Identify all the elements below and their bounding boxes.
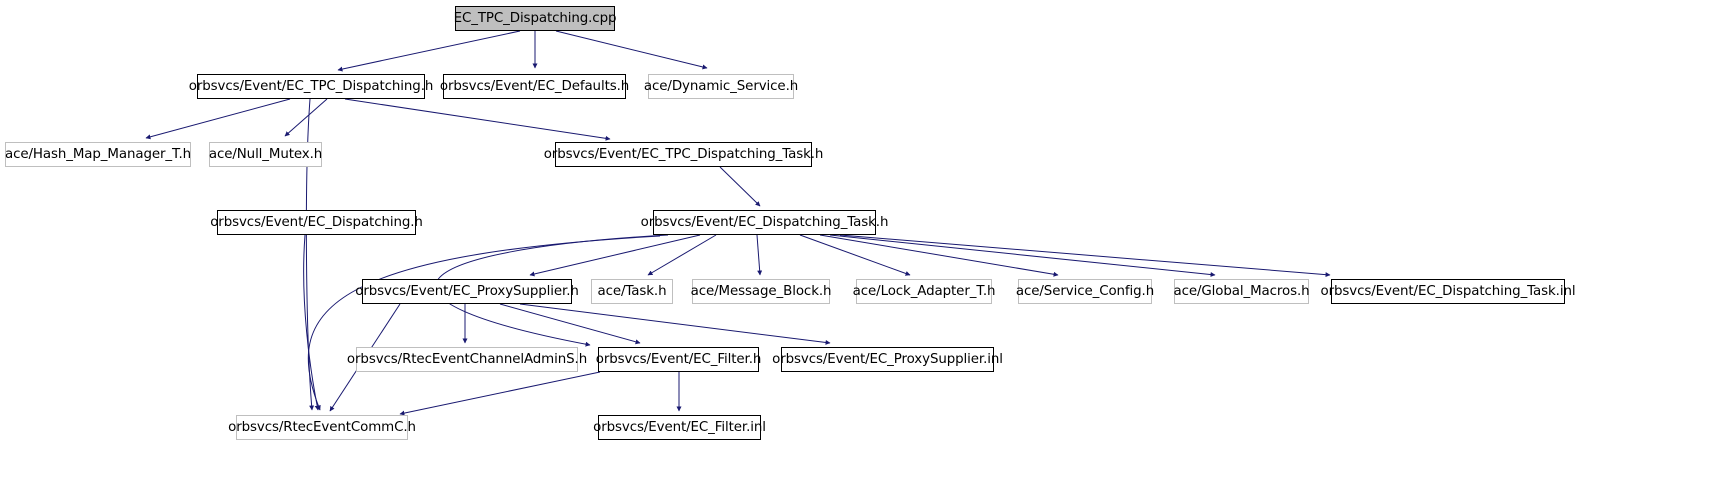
graph-node-label: orbsvcs/Event/EC_Filter.h: [595, 351, 762, 367]
graph-node-label: orbsvcs/Event/EC_Defaults.h: [439, 78, 630, 94]
graph-node[interactable]: orbsvcs/RtecEventCommC.h: [228, 415, 416, 440]
graph-node[interactable]: ace/Global_Macros.h: [1173, 279, 1310, 304]
graph-node[interactable]: ace/Message_Block.h: [691, 279, 831, 304]
graph-node-label: ace/Global_Macros.h: [1173, 283, 1310, 299]
graph-edge: [344, 98, 611, 141]
graph-node[interactable]: orbsvcs/Event/EC_ProxySupplier.h: [355, 279, 579, 304]
graph-node[interactable]: orbsvcs/Event/EC_Defaults.h: [440, 74, 629, 99]
graph-edge: [819, 234, 1059, 277]
graph-node-label: orbsvcs/Event/EC_TPC_Dispatching_Task.h: [543, 146, 824, 162]
graph-node[interactable]: orbsvcs/Event/EC_Dispatching.h: [210, 210, 423, 235]
graph-edge: [519, 303, 831, 345]
graph-node[interactable]: orbsvcs/Event/EC_Dispatching_Task.inl: [1321, 279, 1576, 304]
graph-node-label: ace/Task.h: [597, 283, 667, 299]
graph-node[interactable]: ace/Dynamic_Service.h: [644, 74, 798, 99]
graph-node-label: ace/Message_Block.h: [690, 283, 832, 299]
graph-node-label: ace/Service_Config.h: [1015, 283, 1155, 299]
graph-edge: [839, 234, 1331, 278]
graph-node[interactable]: orbsvcs/Event/EC_ProxySupplier.inl: [772, 347, 1003, 372]
graph-node-label: ace/Lock_Adapter_T.h: [852, 283, 996, 299]
graph-node[interactable]: ace/Null_Mutex.h: [209, 142, 322, 167]
graph-node[interactable]: orbsvcs/Event/EC_TPC_Dispatching_Task.h: [544, 142, 823, 167]
graph-node-label: orbsvcs/Event/EC_Filter.inl: [593, 419, 766, 435]
graph-node-label: orbsvcs/Event/EC_Dispatching.h: [210, 214, 423, 230]
graph-edge: [756, 234, 763, 276]
graph-node[interactable]: orbsvcs/Event/EC_Dispatching_Task.h: [641, 210, 888, 235]
graph-node[interactable]: ace/Hash_Map_Manager_T.h: [5, 142, 191, 167]
graph-node-label: ace/Dynamic_Service.h: [643, 78, 799, 94]
graph-node[interactable]: orbsvcs/Event/EC_TPC_Dispatching.h: [189, 74, 433, 99]
graph-node[interactable]: ace/Lock_Adapter_T.h: [853, 279, 995, 304]
graph-edge: [647, 234, 717, 276]
graph-node-label: orbsvcs/Event/EC_Dispatching_Task.inl: [1320, 283, 1576, 299]
graph-node-label: ace/Null_Mutex.h: [208, 146, 323, 162]
graph-edge: [284, 98, 328, 137]
graph-edge: [499, 303, 641, 345]
graph-edge: [829, 234, 1216, 278]
graph-edge: [145, 98, 291, 140]
graph-node-label: orbsvcs/RtecEventCommC.h: [228, 419, 416, 435]
graph-node-label: ace/Hash_Map_Manager_T.h: [4, 146, 192, 162]
graph-node[interactable]: ace/Task.h: [591, 279, 673, 304]
graph-node[interactable]: orbsvcs/RtecEventChannelAdminS.h: [347, 347, 587, 372]
graph-edge: [799, 234, 911, 276]
graph-edge: [337, 30, 521, 72]
graph-node-label: orbsvcs/RtecEventChannelAdminS.h: [346, 351, 588, 367]
graph-edge: [399, 371, 601, 416]
graph-edge: [555, 30, 708, 70]
graph-edge: [307, 235, 661, 411]
graph-node[interactable]: orbsvcs/Event/EC_Filter.h: [596, 347, 761, 372]
graph-edge: [529, 234, 701, 277]
graph-node-label: orbsvcs/Event/EC_ProxySupplier.inl: [772, 351, 1003, 367]
graph-node: EC_TPC_Dispatching.cpp: [454, 6, 616, 31]
graph-node-label: orbsvcs/Event/EC_Dispatching_Task.h: [640, 214, 889, 230]
graph-node[interactable]: ace/Service_Config.h: [1016, 279, 1154, 304]
graph-node-label: EC_TPC_Dispatching.cpp: [453, 10, 617, 26]
graph-node-label: orbsvcs/Event/EC_TPC_Dispatching.h: [188, 78, 434, 94]
graph-edge: [303, 234, 320, 411]
graph-node[interactable]: orbsvcs/Event/EC_Filter.inl: [593, 415, 766, 440]
graph-edge: [719, 166, 761, 207]
graph-node-label: orbsvcs/Event/EC_ProxySupplier.h: [355, 283, 579, 299]
